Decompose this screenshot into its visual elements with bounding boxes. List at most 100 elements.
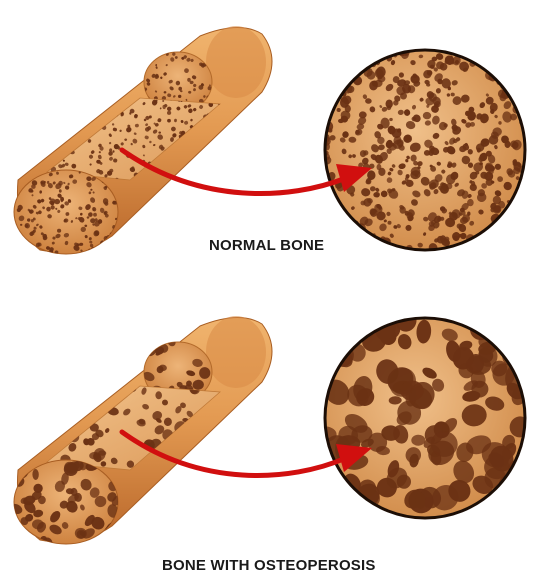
- bone-pore: [462, 390, 481, 402]
- bone-pore: [153, 122, 156, 125]
- bone-pore: [32, 469, 39, 480]
- bone-pore: [339, 72, 345, 78]
- bone-pore: [484, 241, 493, 250]
- bone-pore: [405, 135, 411, 141]
- bone-pore: [447, 162, 453, 169]
- bone-pore: [494, 145, 498, 150]
- bone-pore: [386, 148, 392, 154]
- bone-pore: [89, 423, 99, 432]
- bone-pore: [199, 367, 211, 379]
- bone-pore: [32, 204, 37, 209]
- bone-pore: [352, 154, 356, 158]
- bone-pore: [330, 51, 336, 57]
- bone-pore: [409, 142, 421, 152]
- bone-pore: [479, 102, 486, 109]
- bone-pore: [517, 162, 522, 167]
- bone-pore: [512, 225, 518, 230]
- bone-pore: [446, 146, 456, 155]
- bone-pore: [401, 180, 407, 185]
- bone-pore: [91, 176, 96, 181]
- bone-pore: [76, 243, 80, 247]
- bone-pore: [348, 136, 357, 143]
- bone-pore: [442, 417, 458, 434]
- bone-pore: [32, 217, 36, 221]
- bone-pore: [68, 131, 72, 135]
- bone-pore: [80, 226, 86, 233]
- bone-pore: [410, 170, 421, 180]
- bone-pore: [389, 233, 394, 238]
- bone-pore: [57, 228, 62, 233]
- bone-pore: [42, 206, 45, 210]
- bone-pore: [334, 86, 341, 94]
- bone-pore: [498, 224, 506, 232]
- bone-pore: [351, 206, 355, 210]
- bone-pore: [374, 68, 384, 79]
- bone-pore: [97, 219, 103, 224]
- bone-pore: [194, 173, 199, 177]
- bone-pore: [396, 139, 404, 147]
- bone-pore: [347, 59, 353, 65]
- bone-pore: [441, 78, 451, 89]
- bone-pore: [188, 108, 193, 114]
- bone-pore: [199, 62, 203, 66]
- bone-pore: [67, 182, 70, 186]
- bone-pore: [147, 126, 152, 131]
- bone-pore: [134, 123, 139, 128]
- bone-pore: [445, 217, 456, 228]
- bone-pore: [71, 392, 77, 397]
- bone-pore: [110, 243, 113, 246]
- bone-pore: [66, 500, 78, 513]
- bone-pore: [397, 169, 403, 176]
- bone-pore: [51, 241, 55, 245]
- bone-pore: [331, 77, 341, 86]
- bone-pore: [459, 246, 467, 250]
- bone-pore: [340, 115, 349, 123]
- bone-pore: [491, 360, 508, 377]
- bone-pore: [80, 504, 85, 511]
- bone-pore: [33, 509, 44, 518]
- bone-pore: [40, 198, 45, 203]
- bone-pore: [341, 148, 347, 155]
- bone-pore: [109, 156, 113, 161]
- bone-pore: [145, 123, 149, 127]
- bone-pore: [186, 370, 196, 377]
- bone-pore: [334, 74, 342, 82]
- bone-pore: [405, 159, 409, 163]
- bone-pore: [166, 106, 172, 112]
- bone-pore: [57, 193, 62, 198]
- bone-pore: [14, 252, 18, 254]
- bone-pore: [387, 125, 396, 135]
- bone-pore: [187, 104, 192, 108]
- bone-pore: [92, 191, 95, 194]
- bone-pore: [469, 220, 475, 226]
- bone-pore: [110, 457, 118, 465]
- bone-pore: [457, 189, 465, 197]
- bone-pore: [192, 358, 203, 367]
- bone-pore: [152, 411, 163, 421]
- bone-pore: [146, 82, 151, 86]
- bone-pore: [506, 218, 512, 225]
- bone-pore: [160, 146, 165, 151]
- bone-pore: [492, 195, 502, 205]
- bone-pore: [183, 55, 187, 59]
- bone-pore: [400, 92, 407, 100]
- bone-pore: [366, 70, 376, 80]
- bone-pore: [33, 483, 43, 494]
- bone-pore: [67, 100, 73, 105]
- bone-pore: [361, 188, 371, 197]
- bone-pore: [426, 104, 430, 108]
- bone-pore: [433, 101, 441, 108]
- bone-pore: [58, 164, 63, 169]
- bone-pore: [111, 123, 115, 126]
- bone-pore: [386, 177, 393, 183]
- bone-pore: [215, 166, 220, 171]
- bone-pore: [111, 98, 116, 100]
- bone-pore: [193, 107, 197, 112]
- bone-pore: [89, 243, 94, 248]
- bone-pore: [208, 102, 214, 108]
- bone-pore: [178, 86, 183, 91]
- bone-pore: [468, 106, 475, 113]
- bone-pore: [326, 63, 337, 73]
- bone-pore: [451, 118, 457, 126]
- bone-pore: [49, 524, 62, 535]
